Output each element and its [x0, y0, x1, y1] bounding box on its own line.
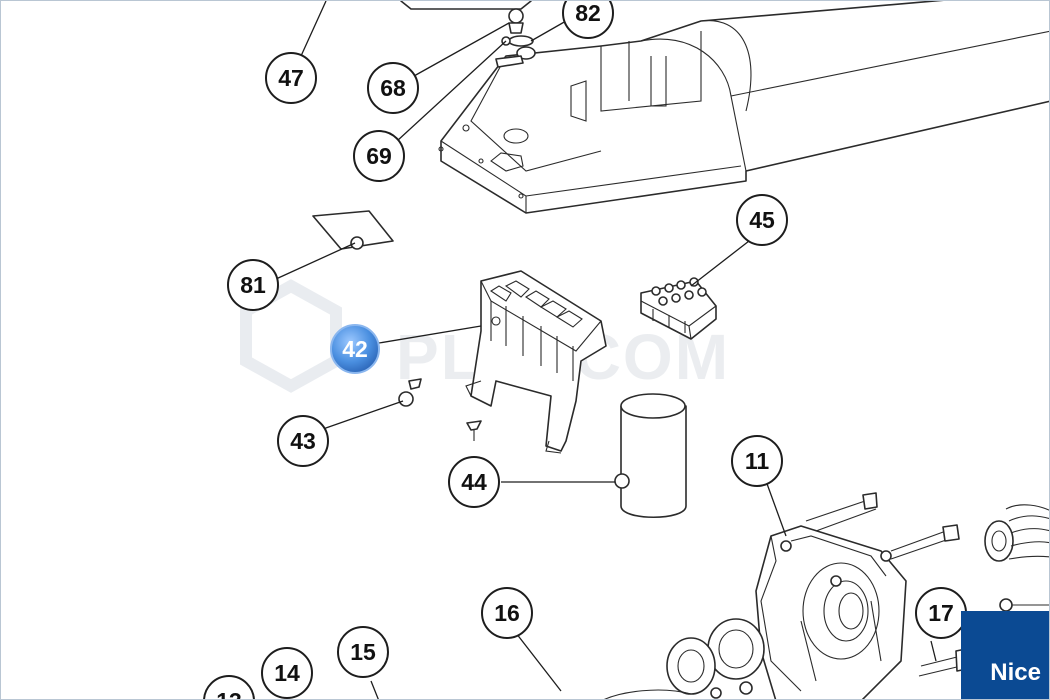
bearing-parts [604, 618, 765, 699]
callout-11: 11 [731, 435, 783, 487]
callout-16: 16 [481, 587, 533, 639]
motor-housing-part [438, 1, 1049, 214]
svg-text:17: 17 [928, 600, 954, 626]
callout-13: 13 [203, 675, 255, 700]
callout-45: 45 [736, 194, 788, 246]
svg-text:14: 14 [274, 660, 300, 686]
svg-text:81: 81 [240, 272, 266, 298]
callout-15: 15 [337, 626, 389, 678]
callout-44: 44 [448, 456, 500, 508]
worm-gear-part [984, 504, 1049, 562]
svg-text:47: 47 [278, 65, 304, 91]
callout-68: 68 [367, 62, 419, 114]
svg-text:69: 69 [366, 143, 392, 169]
screw-parts-43 [398, 378, 482, 441]
terminal-block-part [640, 277, 717, 340]
label-sticker-part [312, 210, 394, 250]
brand-logo: Nice [961, 611, 1049, 699]
callout-42-highlighted[interactable]: 42 [330, 324, 380, 374]
svg-text:16: 16 [494, 600, 520, 626]
capacitor-part [614, 393, 687, 519]
upper-bracket-part [400, 1, 532, 10]
callout-81: 81 [227, 259, 279, 311]
svg-text:45: 45 [749, 207, 775, 233]
callout-69: 69 [353, 130, 405, 182]
callout-82: 82 [562, 1, 614, 39]
motor-flange-part [755, 492, 960, 699]
callout-14: 14 [261, 647, 313, 699]
svg-text:68: 68 [380, 75, 406, 101]
callout-47: 47 [265, 52, 317, 104]
callout-43: 43 [277, 415, 329, 467]
svg-text:44: 44 [461, 469, 487, 495]
screw-parts-68-69 [495, 8, 536, 68]
svg-text:43: 43 [290, 428, 316, 454]
brand-logo-text: Nice [990, 659, 1041, 686]
svg-text:13: 13 [216, 688, 242, 700]
svg-text:42: 42 [342, 336, 368, 362]
control-board-bracket-part [465, 270, 607, 454]
svg-text:82: 82 [575, 1, 601, 26]
svg-text:15: 15 [350, 639, 376, 665]
svg-text:11: 11 [745, 448, 770, 474]
callout-17: 17 [915, 587, 967, 639]
leader-lines [275, 1, 937, 699]
